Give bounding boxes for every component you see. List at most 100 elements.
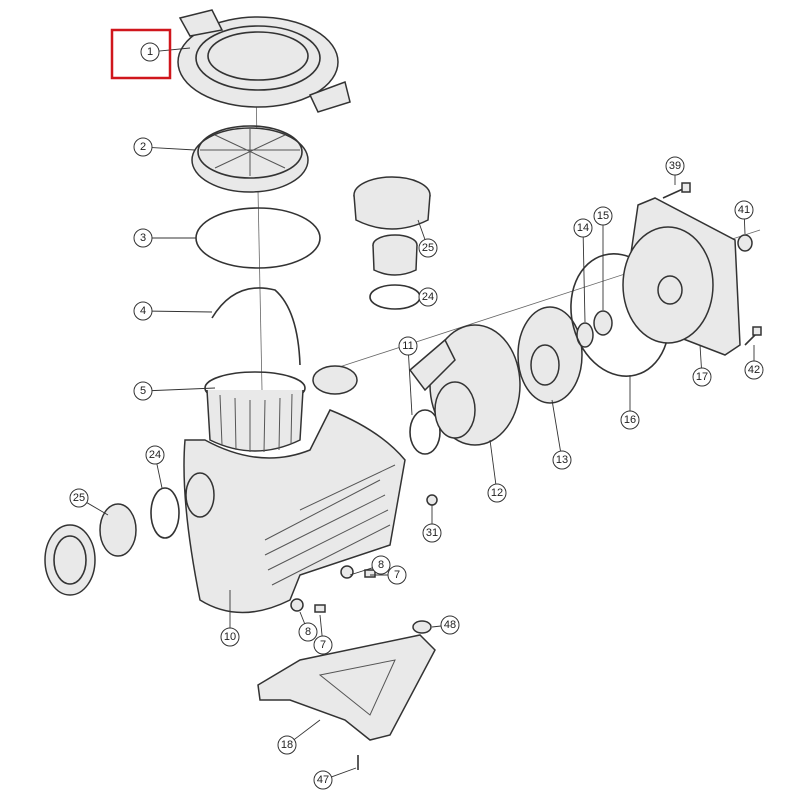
part-seal-15: [593, 310, 613, 336]
callout-circle: [220, 627, 240, 647]
callout-circle: [440, 615, 460, 635]
callout-circle: [69, 488, 89, 508]
callout-7: 7: [313, 614, 333, 655]
callout-number: 10: [224, 631, 236, 643]
part-foot-48: [412, 620, 432, 634]
leader-line: [319, 614, 323, 637]
callout-number: 1: [147, 46, 153, 58]
callout-25: 25: [69, 488, 109, 516]
leader-line: [151, 387, 216, 392]
callout-24: 24: [145, 445, 165, 489]
callout-number: 8: [378, 559, 384, 571]
callout-number: 16: [624, 414, 636, 426]
callout-circle: [133, 137, 153, 157]
callout-number: 7: [394, 569, 400, 581]
callout-circle: [744, 360, 764, 380]
callout-circle: [552, 450, 572, 470]
part-washer-41: [737, 234, 753, 252]
leader-line: [293, 719, 321, 740]
callout-number: 12: [491, 487, 503, 499]
callout-4: 4: [133, 301, 213, 321]
callout-number: 18: [281, 739, 293, 751]
callout-number: 17: [696, 371, 708, 383]
callout-circle: [593, 206, 613, 226]
part-seal-14: [576, 322, 594, 348]
leader-line: [331, 767, 357, 778]
part-lid: [177, 9, 351, 113]
part-union-left: [44, 503, 137, 596]
callout-circle: [573, 218, 593, 238]
part-retaining-clip: [211, 287, 301, 366]
callout-number: 13: [556, 454, 568, 466]
leader-line: [699, 344, 702, 369]
leader-line: [349, 567, 373, 576]
leader-line: [156, 463, 163, 489]
callout-48: 48: [431, 615, 460, 635]
highlight-box: [110, 28, 172, 80]
part-diffuser-o-ring: [409, 409, 441, 455]
callout-number: 25: [422, 242, 434, 254]
part-union-top: [353, 176, 431, 276]
callout-18: 18: [277, 719, 321, 755]
callout-number: 47: [317, 774, 329, 786]
leader-line: [743, 218, 746, 235]
part-bolt-39: [662, 182, 691, 199]
callout-10: 10: [220, 590, 240, 647]
callout-circle: [313, 635, 333, 655]
callout-13: 13: [551, 399, 572, 470]
callout-number: 41: [738, 204, 750, 216]
callout-number: 48: [444, 619, 456, 631]
callout-circle: [133, 381, 153, 401]
callout-circle: [133, 228, 153, 248]
callout-circle: [620, 410, 640, 430]
callout-number: 14: [577, 222, 589, 234]
callout-circle: [422, 523, 442, 543]
callout-3: 3: [133, 228, 196, 248]
leader-line: [582, 236, 586, 323]
callout-47: 47: [313, 767, 357, 790]
callout-number: 39: [669, 160, 681, 172]
leader-line: [417, 219, 426, 240]
callout-circle: [387, 565, 407, 585]
callout-circle: [692, 367, 712, 387]
part-seal-plate: [622, 197, 741, 356]
leader-line: [151, 147, 196, 151]
callout-number: 25: [73, 492, 85, 504]
callout-8: 8: [349, 555, 391, 576]
callout-8: 8: [298, 611, 318, 642]
callout-circle: [665, 156, 685, 176]
callout-circle: [371, 555, 391, 575]
leader-line: [151, 310, 213, 313]
callout-number: 3: [140, 232, 146, 244]
callout-circle: [418, 287, 438, 307]
callout-41: 41: [734, 200, 754, 235]
part-motor-base: [257, 634, 436, 741]
callout-circle: [313, 770, 333, 790]
callout-42: 42: [744, 345, 764, 380]
callout-number: 31: [426, 527, 438, 539]
part-pump-housing: [183, 365, 406, 614]
part-strainer-cover: [191, 125, 309, 193]
callout-2: 2: [133, 137, 196, 157]
leader-line: [489, 439, 497, 485]
part-basket: [204, 371, 306, 453]
callout-circle: [298, 622, 318, 642]
callout-number: 7: [320, 639, 326, 651]
callout-circle: [487, 483, 507, 503]
callout-1: 1: [140, 42, 191, 62]
callout-39: 39: [665, 156, 685, 185]
callout-12: 12: [487, 439, 507, 503]
leader-line: [408, 354, 413, 416]
callout-16: 16: [620, 375, 640, 430]
callout-number: 5: [140, 385, 146, 397]
callout-circle: [145, 445, 165, 465]
callout-31: 31: [422, 505, 442, 543]
callout-number: 24: [422, 291, 434, 303]
part-o-ring: [195, 207, 321, 269]
part-union-o-ring-top: [369, 284, 421, 310]
callout-circle: [418, 238, 438, 258]
callout-number: 2: [140, 141, 146, 153]
